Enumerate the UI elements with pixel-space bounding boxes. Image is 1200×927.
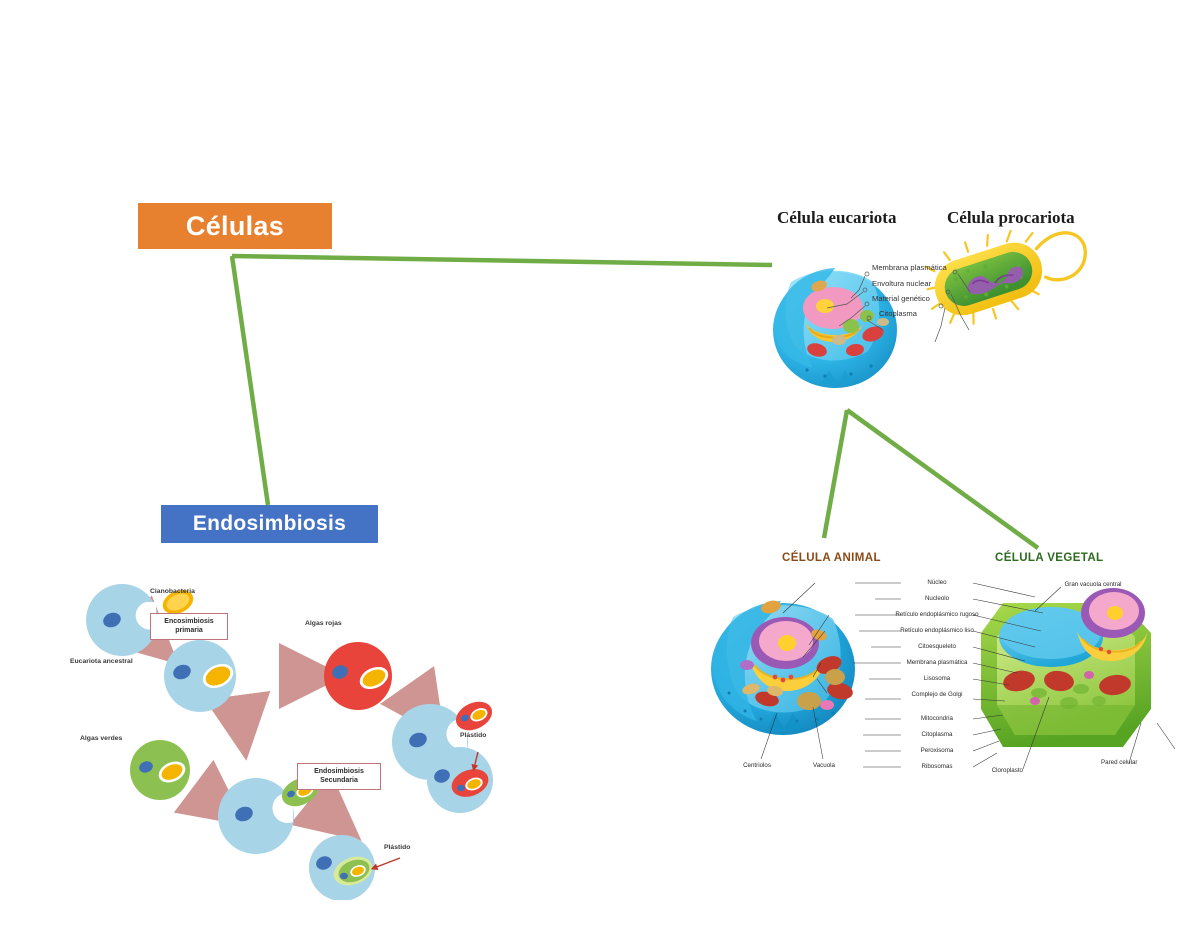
animal-plant-illustration bbox=[711, 582, 1176, 770]
callout-leaders bbox=[826, 273, 971, 343]
plant-cell-art bbox=[981, 588, 1151, 747]
label-nucleolo: Nucleolo bbox=[924, 595, 950, 602]
connector-to-celula-animal bbox=[821, 409, 850, 539]
connector-celulas-to-endosimbiosis bbox=[229, 255, 271, 506]
heading-celula-procariota: Célula procariota bbox=[947, 208, 1075, 227]
heading-celula-eucariota: Célula eucariota bbox=[777, 208, 897, 227]
animal-label-leaders bbox=[760, 582, 830, 760]
label-algas-rojas: Algas rojas bbox=[305, 620, 342, 627]
label-algas-verdes: Algas verdes bbox=[80, 735, 123, 742]
label-ribosomas: Ribosomas bbox=[921, 763, 953, 770]
box-primaria-line2: primaria bbox=[175, 627, 203, 635]
box-endosimbiosis-primaria: Encosimbiosis primaria bbox=[150, 613, 228, 640]
figure-endosymbiosis: Cianobacteria Eucariota ancestral Algas … bbox=[70, 580, 520, 900]
plastido-green-result-art bbox=[309, 835, 375, 900]
figure-animal-plant-cells: Núcleo Nucleolo Retículo endoplásmico ru… bbox=[705, 573, 1185, 788]
label-membrana-plasmatica: Membrana plasmática bbox=[906, 659, 968, 666]
node-endosimbiosis-label: Endosimbiosis bbox=[192, 512, 347, 535]
label-citoesqueleto: Citoesqueleto bbox=[918, 643, 956, 650]
primary-host-art bbox=[164, 640, 236, 712]
label-reticulo-rugoso: Retículo endoplásmico rugoso bbox=[895, 611, 979, 618]
caption-celula-vegetal: CÉLULA VEGETAL bbox=[995, 552, 1104, 564]
center-label-leaders bbox=[853, 582, 1044, 768]
label-peroxisoma: Peroxisoma bbox=[920, 747, 954, 754]
label-citoplasma: Citoplasma bbox=[921, 731, 953, 738]
plant-label-leaders bbox=[1022, 586, 1176, 770]
label-centriolos: Centriolos bbox=[743, 762, 771, 769]
endosymbiosis-illustration bbox=[86, 584, 493, 900]
small-red-alga-art bbox=[455, 701, 493, 731]
box-primaria-line1: Encosimbiosis bbox=[164, 618, 214, 625]
label-pared-celular: Pared celular bbox=[1101, 759, 1138, 766]
prokaryote-cell-art bbox=[924, 230, 1087, 325]
label-complejo-golgi: Complejo de Golgi bbox=[911, 691, 963, 698]
caption-celula-animal: CÉLULA ANIMAL bbox=[782, 552, 881, 564]
label-plastido-verde: Plástido bbox=[384, 844, 411, 851]
label-gran-vacuola-central: Gran vacuola central bbox=[1064, 581, 1122, 588]
label-eucariota-ancestral: Eucariota ancestral bbox=[70, 658, 133, 665]
eukaryote-cell-art bbox=[773, 268, 897, 388]
box-secundaria-line2: Secundaria bbox=[320, 777, 358, 785]
plastido-red-result-art bbox=[427, 747, 493, 813]
box-endosimbiosis-secundaria: Endosimbiosis Secundaria bbox=[297, 763, 381, 790]
plastido-pointer-arrows bbox=[370, 751, 479, 871]
animal-cell-art bbox=[711, 600, 855, 736]
callout-bullets bbox=[862, 269, 958, 321]
label-mitocondria: Mitocondria bbox=[921, 715, 953, 722]
label-cloroplasto: Cloroplasto bbox=[991, 767, 1023, 774]
label-plastido-rojo: Plástido bbox=[460, 732, 487, 739]
callout-envoltura-nuclear: Envoltura nuclear bbox=[872, 279, 932, 288]
node-endosimbiosis[interactable]: Endosimbiosis bbox=[161, 505, 378, 543]
label-vacuola: Vacuola bbox=[813, 762, 835, 769]
secondary-host-green-art bbox=[218, 778, 294, 854]
algas-verdes-art bbox=[130, 740, 190, 800]
callout-membrana-plasmatica: Membrana plasmática bbox=[872, 263, 947, 272]
connector-to-celula-vegetal bbox=[845, 408, 1040, 550]
algas-rojas-art bbox=[324, 642, 392, 710]
label-nucleo: Núcleo bbox=[927, 579, 947, 586]
box-secundaria-line1: Endosimbiosis bbox=[314, 768, 364, 775]
label-reticulo-liso: Retículo endoplásmico liso bbox=[900, 627, 974, 634]
node-celulas-label: Células bbox=[185, 210, 285, 241]
label-lisosoma: Lisosoma bbox=[923, 675, 951, 682]
label-cianobacteria: Cianobacteria bbox=[150, 588, 195, 595]
figure-eukaryote-prokaryote: Célula eucariota Célula procariota bbox=[755, 208, 1100, 408]
node-celulas[interactable]: Células bbox=[138, 203, 332, 249]
cell-types-illustration bbox=[773, 230, 1087, 388]
eucariota-ancestral-art bbox=[86, 584, 158, 656]
connector-celulas-to-cell-types bbox=[231, 253, 773, 268]
callout-material-genetico: Material genético bbox=[872, 294, 930, 303]
callout-citoplasma: Citoplasma bbox=[879, 309, 917, 318]
